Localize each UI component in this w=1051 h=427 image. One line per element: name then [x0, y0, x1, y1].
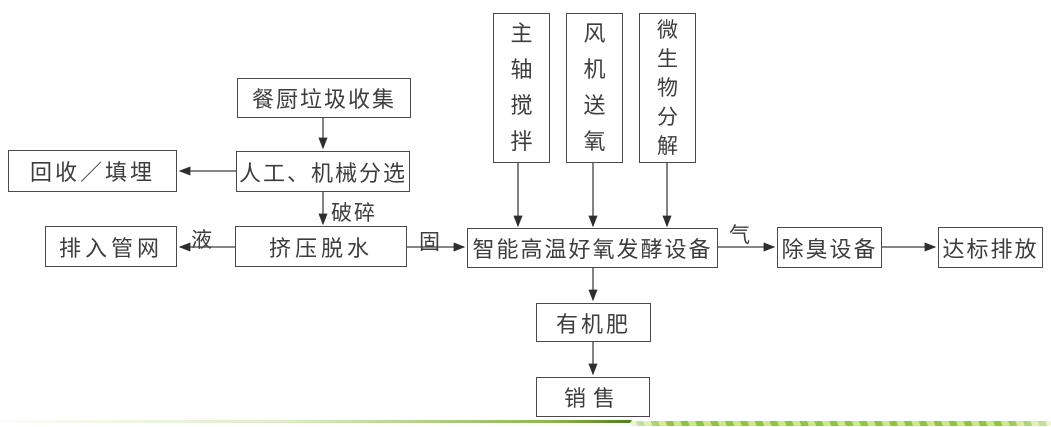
edge-label-crush: 破碎 — [331, 201, 377, 225]
edge-label-liquid: 液 — [191, 228, 212, 252]
vertical-label: 风机送氧 — [583, 21, 606, 154]
node-aerobic-fermentation-equipment: 智能高温好氧发酵设备 — [467, 228, 718, 268]
node-deodorization-equipment: 除臭设备 — [777, 227, 882, 268]
node-kitchen-waste-collection: 餐厨垃圾收集 — [237, 78, 411, 118]
node-discharge-to-pipe-network: 排入管网 — [45, 226, 177, 267]
node-recycle-landfill: 回收／填埋 — [8, 150, 177, 192]
vertical-label: 主轴搅拌 — [510, 21, 533, 154]
node-microbial-decomposition: 微生物分解 — [639, 13, 696, 163]
node-sales: 销售 — [536, 377, 650, 417]
node-main-shaft-stirring: 主轴搅拌 — [493, 13, 550, 163]
node-organic-fertilizer: 有机肥 — [536, 303, 651, 342]
node-fan-oxygen-supply: 风机送氧 — [566, 13, 623, 163]
node-standard-discharge: 达标排放 — [938, 227, 1043, 268]
node-manual-mechanical-sorting: 人工、机械分选 — [236, 151, 410, 192]
node-squeeze-dewatering: 挤压脱水 — [235, 226, 407, 267]
vertical-label: 微生物分解 — [657, 17, 678, 158]
edge-label-gas: 气 — [729, 223, 750, 247]
edge-label-solid: 固 — [419, 230, 440, 254]
bottom-accent-band-right — [630, 421, 1051, 426]
bottom-accent-line-left — [0, 420, 632, 423]
